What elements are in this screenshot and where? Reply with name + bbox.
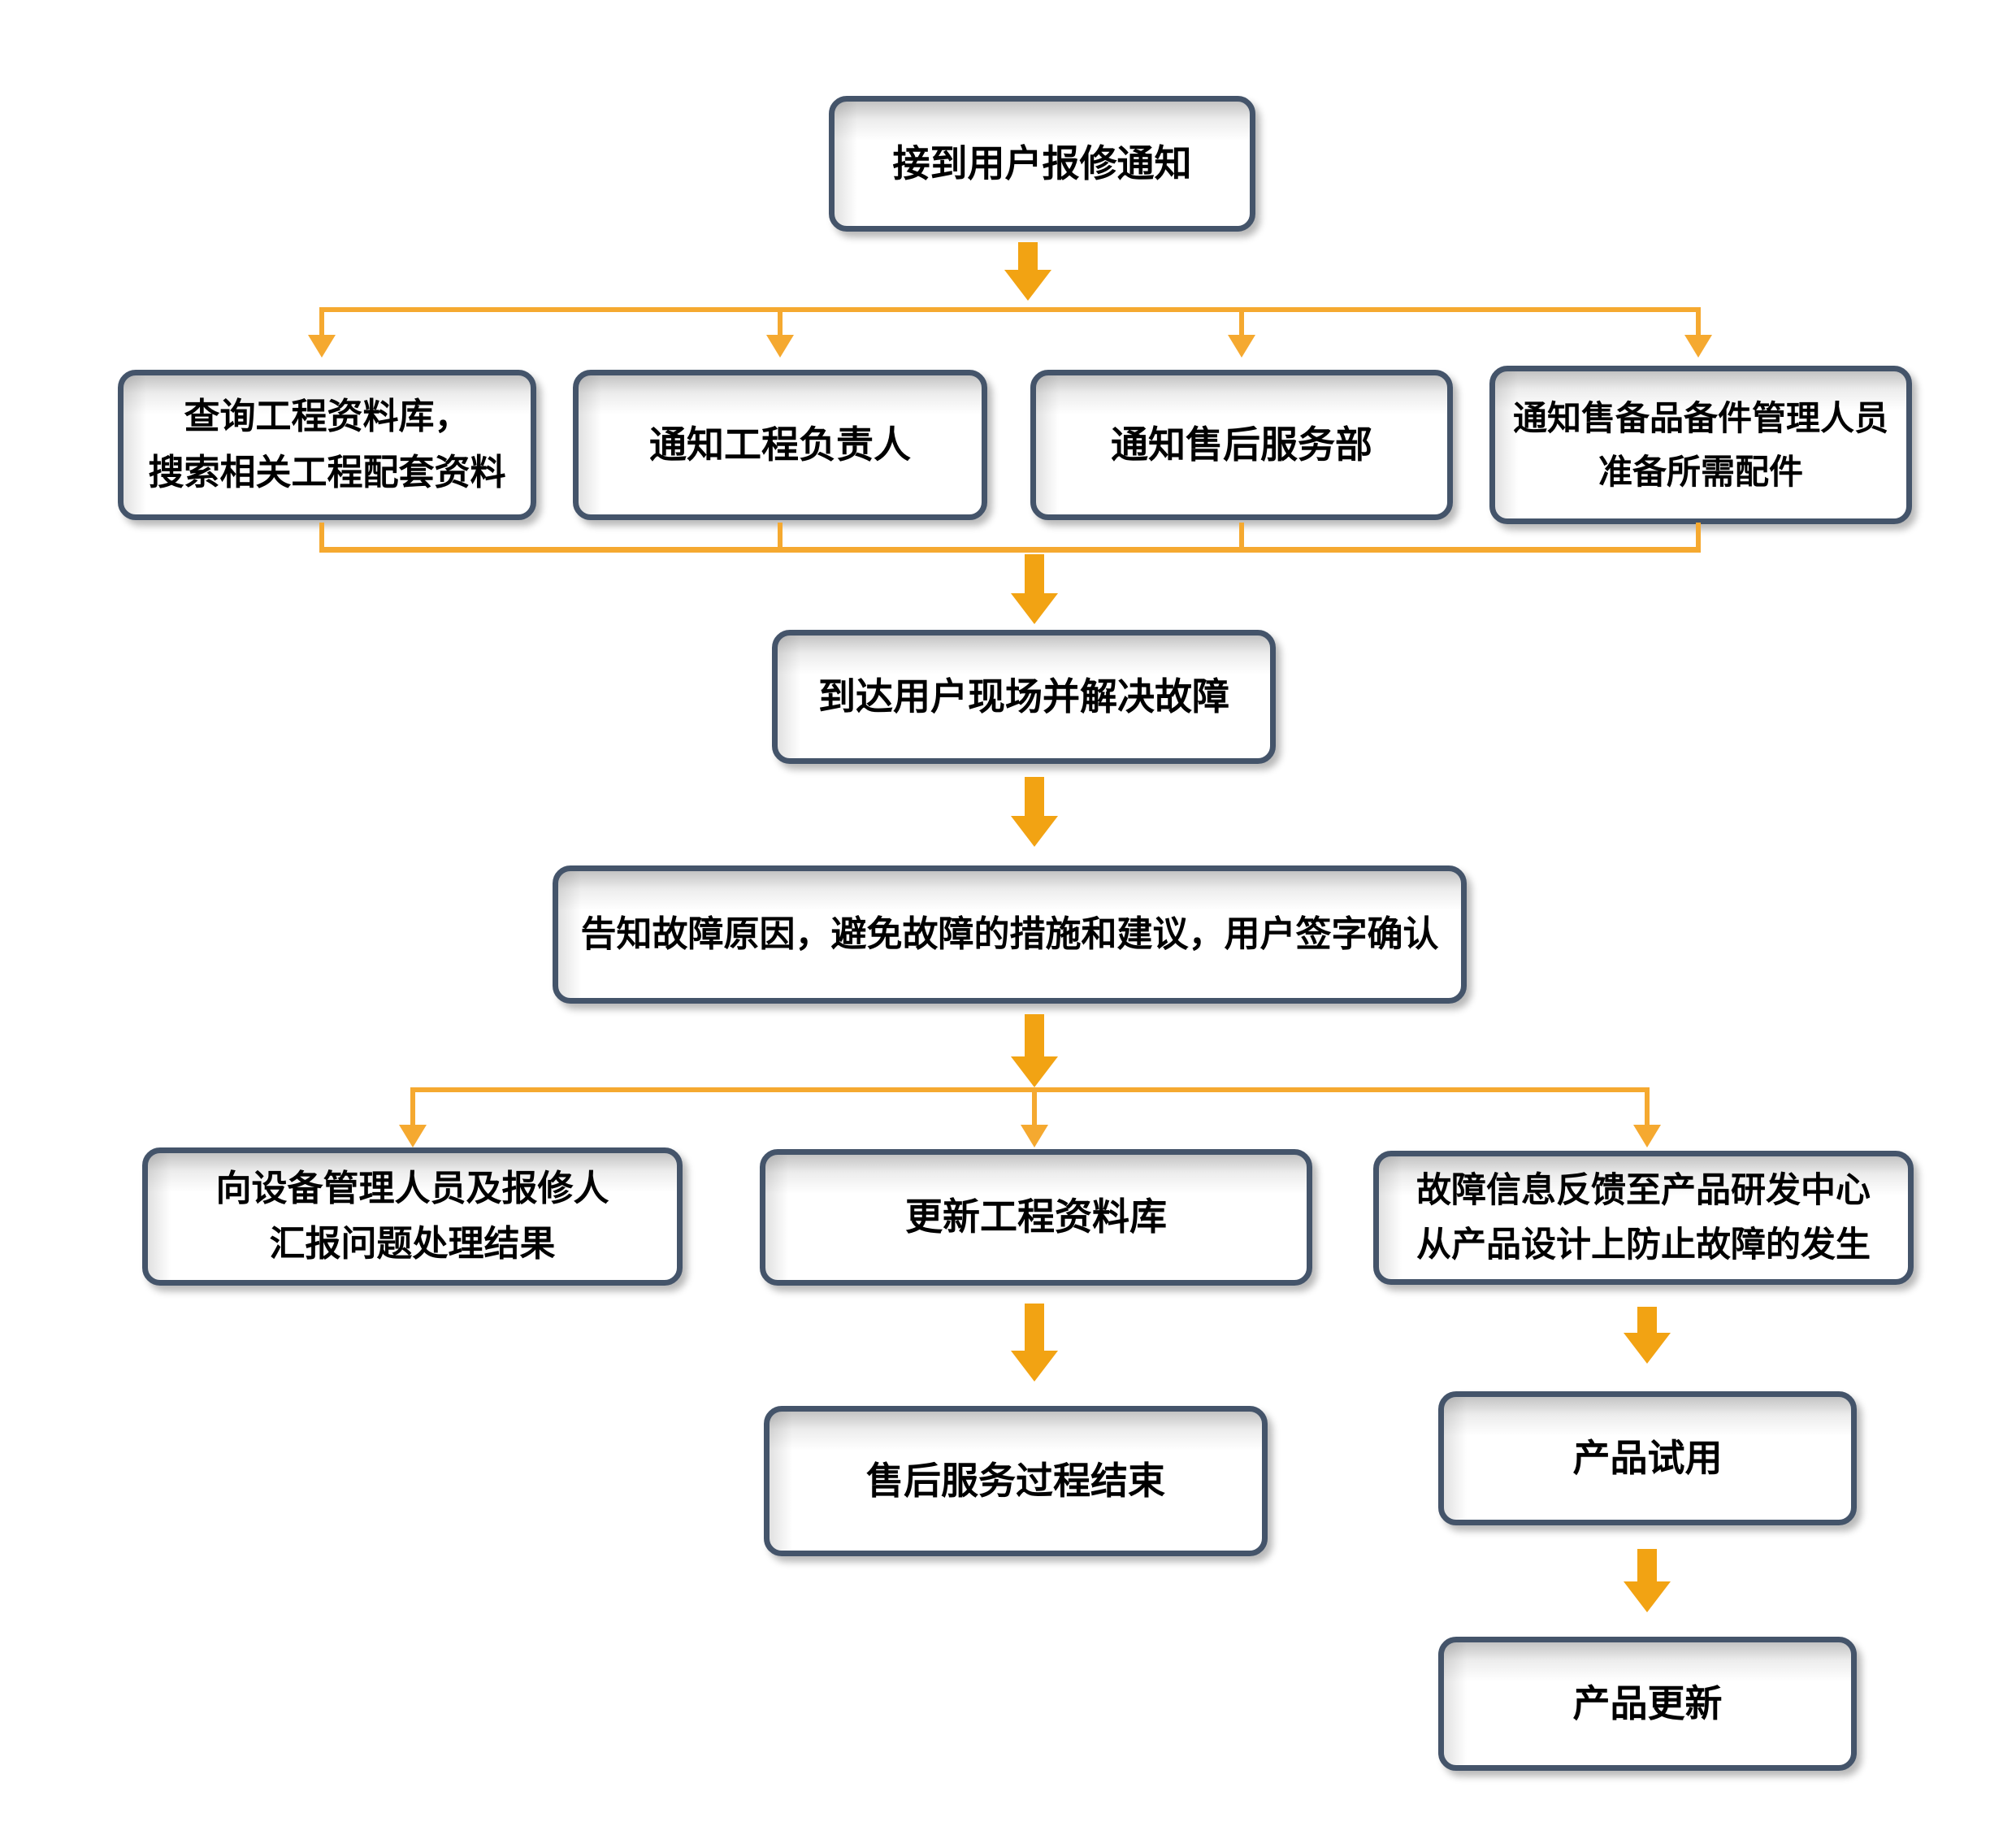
branch-line-top bbox=[319, 307, 1701, 312]
flow-node-product-update: 产品更新 bbox=[1438, 1637, 1857, 1771]
flow-node-update-database: 更新工程资料库 bbox=[760, 1149, 1312, 1286]
flow-node-notify-engineering-lead: 通知工程负责人 bbox=[573, 370, 987, 520]
branch-drop-line-2 bbox=[778, 307, 783, 336]
arrow-down-thick-6 bbox=[1624, 1307, 1671, 1364]
arrow-stem bbox=[1025, 1014, 1044, 1056]
arrow-stem bbox=[1637, 1549, 1657, 1581]
flow-node-service-process-end: 售后服务过程结束 bbox=[764, 1406, 1268, 1556]
flow-node-notify-after-sales-dept: 通知售后服务部 bbox=[1030, 370, 1453, 520]
flow-node-report-results: 向设备管理人员及报修人 汇报问题处理结果 bbox=[142, 1147, 683, 1286]
branch-drop-line-4 bbox=[1696, 307, 1701, 336]
arrow-head bbox=[1004, 270, 1051, 301]
branch-drop-arrowhead-1 bbox=[308, 335, 336, 358]
arrow-down-thick-2 bbox=[1011, 554, 1058, 624]
arrow-stem bbox=[1637, 1307, 1657, 1333]
arrow-down-thick-1 bbox=[1004, 242, 1051, 301]
arrow-stem bbox=[1025, 777, 1044, 816]
arrow-stem bbox=[1025, 1304, 1044, 1351]
merge-line bbox=[319, 547, 1701, 553]
merge-riser-line-2 bbox=[778, 523, 783, 553]
arrow-down-thick-4 bbox=[1011, 1014, 1058, 1087]
merge-riser-line-4 bbox=[1696, 523, 1701, 553]
arrow-down-thick-7 bbox=[1624, 1549, 1671, 1612]
arrow-down-thick-3 bbox=[1011, 777, 1058, 847]
branch2-drop-line-1 bbox=[410, 1087, 415, 1126]
flow-node-notify-spare-parts-staff: 通知售备品备件管理人员 准备所需配件 bbox=[1489, 366, 1912, 524]
branch2-drop-arrowhead-2 bbox=[1021, 1125, 1048, 1147]
branch2-drop-arrowhead-3 bbox=[1633, 1125, 1661, 1147]
branch-drop-arrowhead-3 bbox=[1228, 335, 1255, 358]
branch2-drop-line-2 bbox=[1032, 1087, 1037, 1126]
arrow-stem bbox=[1025, 554, 1044, 593]
branch2-drop-arrowhead-1 bbox=[399, 1125, 427, 1147]
arrow-head bbox=[1624, 1581, 1671, 1612]
branch2-drop-line-3 bbox=[1645, 1087, 1650, 1126]
flow-node-feedback-to-rnd: 故障信息反馈至产品研发中心 从产品设计上防止故障的发生 bbox=[1373, 1151, 1914, 1285]
arrow-head bbox=[1011, 1351, 1058, 1382]
branch-drop-arrowhead-4 bbox=[1684, 335, 1712, 358]
arrow-down-thick-5 bbox=[1011, 1304, 1058, 1382]
flow-node-product-trial: 产品试用 bbox=[1438, 1391, 1857, 1525]
flow-node-query-database: 查询工程资料库， 搜索相关工程配套资料 bbox=[118, 370, 536, 520]
flow-node-arrive-and-fix: 到达用户现场并解决故障 bbox=[772, 630, 1276, 764]
arrow-head bbox=[1011, 816, 1058, 847]
arrow-head bbox=[1011, 1056, 1058, 1087]
branch-drop-arrowhead-2 bbox=[766, 335, 794, 358]
merge-riser-line-1 bbox=[319, 523, 324, 553]
merge-riser-line-3 bbox=[1239, 523, 1244, 553]
branch-drop-line-1 bbox=[319, 307, 324, 336]
arrow-head bbox=[1624, 1333, 1671, 1364]
arrow-head bbox=[1011, 593, 1058, 624]
branch-line-bottom bbox=[410, 1087, 1650, 1092]
flow-node-receive-notice: 接到用户报修通知 bbox=[829, 96, 1255, 232]
arrow-stem bbox=[1018, 242, 1038, 270]
flow-node-inform-cause-sign-off: 告知故障原因，避免故障的措施和建议，用户签字确认 bbox=[553, 865, 1467, 1004]
branch-drop-line-3 bbox=[1239, 307, 1244, 336]
